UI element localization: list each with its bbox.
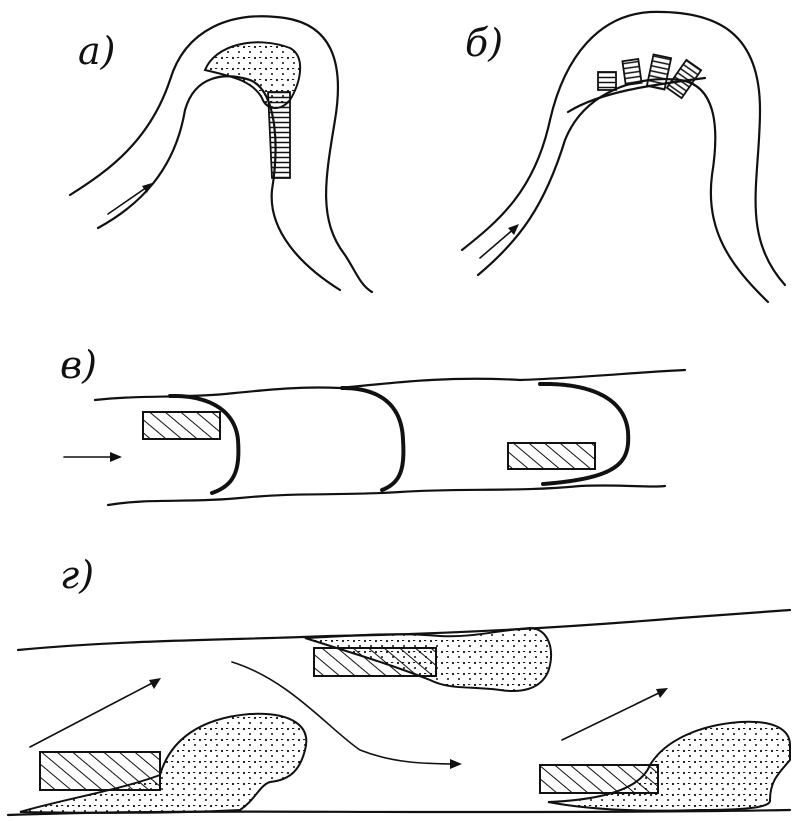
panel-a: а) bbox=[70, 16, 372, 292]
panel-g-arrowhead-2 bbox=[450, 759, 462, 769]
panel-a-current-arrow bbox=[108, 185, 150, 214]
panel-b-quarry-3 bbox=[647, 54, 671, 89]
panel-b-label: б) bbox=[465, 21, 503, 65]
panel-b-quarry-4 bbox=[667, 60, 701, 98]
panel-g-quarry-lower-right bbox=[540, 765, 658, 793]
panel-g-quarry-upper bbox=[314, 648, 436, 676]
panel-b-quarry-1 bbox=[598, 72, 616, 90]
panel-g: г) bbox=[8, 553, 790, 815]
panel-g-current-arrow-1 bbox=[30, 680, 158, 747]
panel-v-scarp-1 bbox=[170, 396, 238, 493]
panel-v-quarry-2 bbox=[508, 443, 595, 469]
panel-g-label: г) bbox=[60, 553, 94, 597]
panel-g-arrowhead-3 bbox=[656, 688, 668, 698]
panel-g-quarry-lower-left bbox=[40, 752, 160, 790]
panel-b: б) bbox=[462, 12, 785, 302]
panel-a-inner-bank bbox=[98, 76, 340, 290]
panel-g-current-arrow-3 bbox=[562, 690, 665, 740]
panel-v-quarry-1 bbox=[143, 412, 220, 439]
panel-b-quarry-2 bbox=[622, 59, 641, 85]
panel-v-arrowhead bbox=[110, 452, 122, 462]
panel-v-scarp-2 bbox=[342, 388, 403, 490]
panel-v: в) bbox=[60, 343, 685, 505]
panel-a-quarry bbox=[268, 92, 290, 178]
panel-a-label: а) bbox=[78, 29, 115, 73]
panel-v-label: в) bbox=[60, 343, 97, 387]
panel-a-arrowhead bbox=[142, 183, 152, 193]
